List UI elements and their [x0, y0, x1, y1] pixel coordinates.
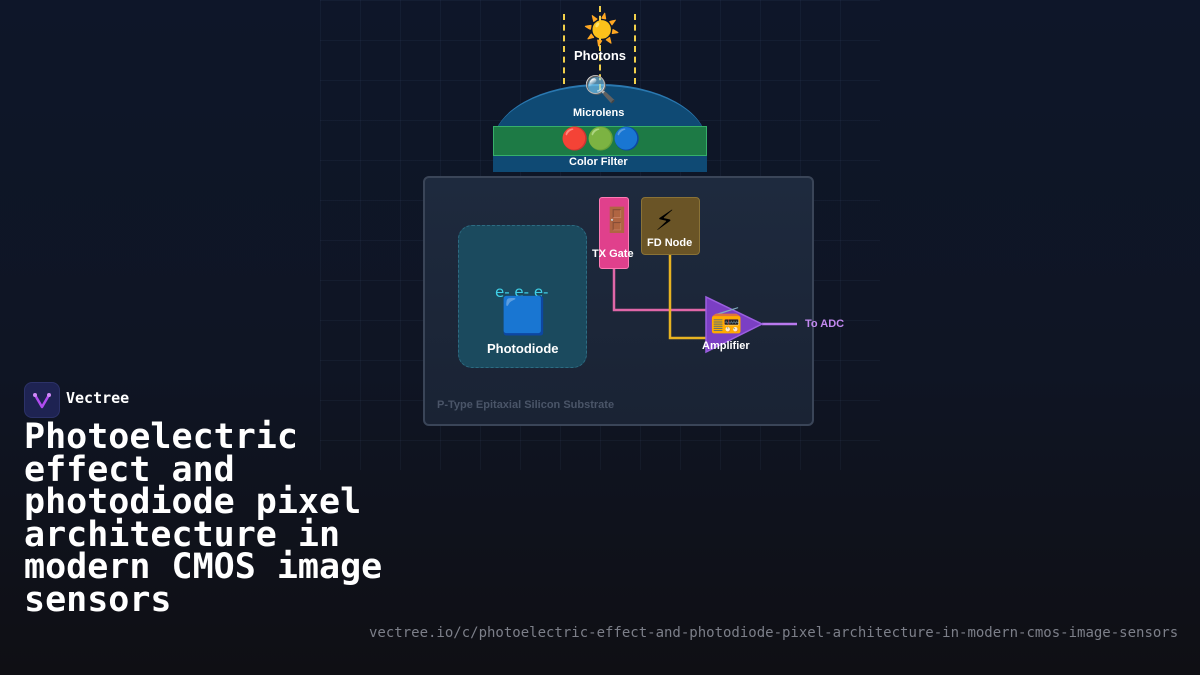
door-icon: 🚪 [602, 206, 632, 234]
blue-square-icon: 🟦 [501, 296, 546, 337]
photodiode-region [458, 225, 587, 368]
source-url: vectree.io/c/photoelectric-effect-and-ph… [369, 625, 1179, 641]
color-filter [493, 126, 707, 156]
color-filter-label: Color Filter [569, 156, 628, 168]
amplifier-label: Amplifier [702, 340, 750, 352]
fd-wire [668, 253, 716, 340]
substrate-label: P-Type Epitaxial Silicon Substrate [437, 399, 615, 411]
photons-label: Photons [574, 48, 626, 63]
amplifier-triangle [705, 295, 764, 354]
green-circle-icon: 🟢 [587, 127, 615, 152]
tx-wire [612, 267, 716, 312]
photodiode-label: Photodiode [487, 341, 559, 356]
blue-circle-icon: 🔵 [613, 127, 641, 152]
brand-name: Vectree [66, 389, 130, 407]
fd-node-label: FD Node [647, 237, 693, 249]
sun-icon: ☀️ [583, 13, 621, 48]
red-circle-icon: 🔴 [561, 127, 589, 152]
fd-node [641, 197, 700, 255]
radio-icon: 📻 [710, 305, 743, 335]
to-adc-label: To ADC [805, 318, 845, 330]
microlens-label: Microlens [573, 107, 625, 119]
electrons-text: e- e- e- [495, 283, 549, 301]
tx-gate-label: TX Gate [592, 248, 634, 260]
photon-ray-right [634, 14, 636, 84]
lightning-icon: ⚡ [655, 204, 675, 237]
page-title: Photoelectric effect and photodiode pixe… [24, 417, 383, 620]
photon-ray-left [563, 14, 565, 84]
photon-ray-center [599, 6, 601, 90]
magnifier-icon: 🔍 [584, 75, 617, 105]
tx-gate [599, 197, 629, 269]
vectree-logo-icon [24, 382, 60, 418]
